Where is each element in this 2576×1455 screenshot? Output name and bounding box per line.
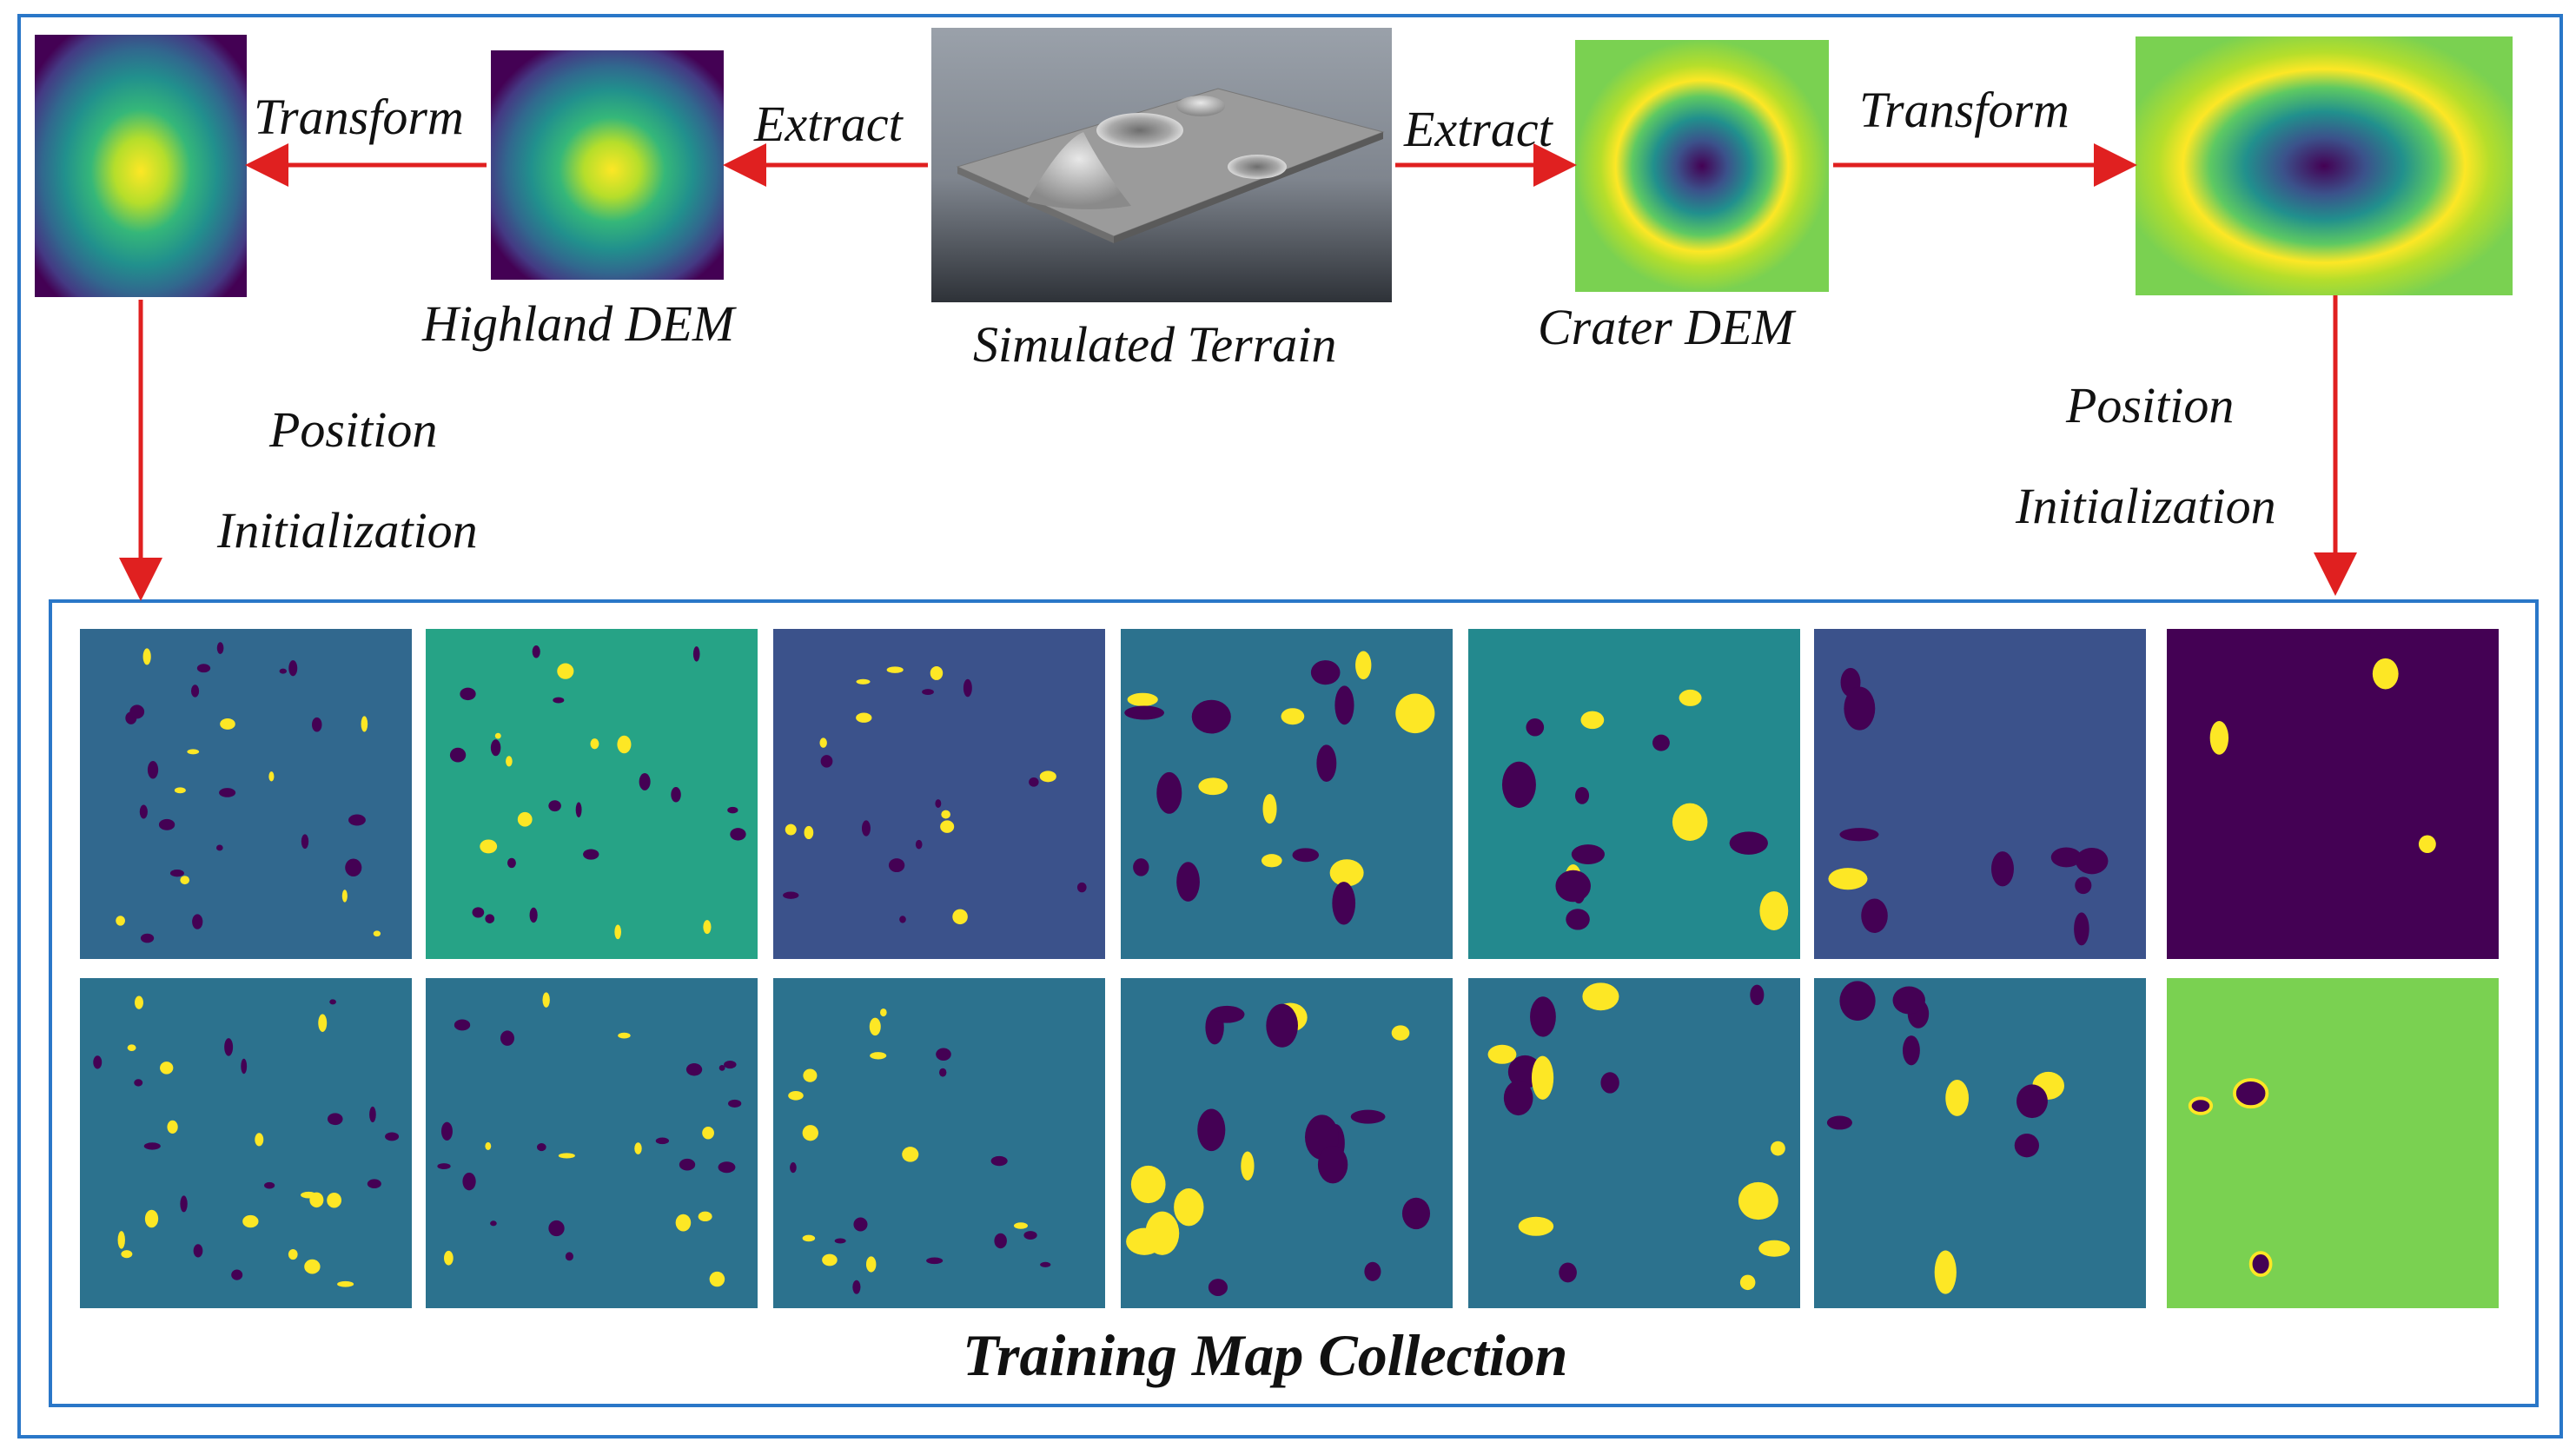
training-map-tile [773, 978, 1105, 1308]
training-map-tile [1814, 629, 2146, 959]
training-map-tile [773, 629, 1105, 959]
training-map-tile [1468, 629, 1800, 959]
training-map-tile [1121, 978, 1453, 1308]
training-map-tile [1814, 978, 2146, 1308]
highland-dem-tile [491, 50, 724, 280]
crater-transformed-tile [2136, 36, 2513, 295]
training-map-tile [426, 978, 758, 1308]
simulated-terrain-render [931, 28, 1392, 302]
training-map-tile [80, 978, 412, 1308]
training-map-tile [2167, 629, 2499, 959]
outer-frame [17, 14, 2563, 1438]
label-position-right: Position [2066, 377, 2235, 433]
label-extract-left: Extract [754, 96, 903, 152]
training-map-tile [80, 629, 412, 959]
training-map-tile [1121, 629, 1453, 959]
label-highland-dem: Highland DEM [422, 295, 735, 352]
crater-dem-tile [1575, 40, 1829, 292]
label-init-left: Initialization [217, 502, 478, 559]
highland-transformed-tile [35, 35, 247, 297]
label-init-right: Initialization [2016, 478, 2276, 534]
training-map-collection-title: Training Map Collection [963, 1322, 1568, 1388]
training-map-tile [1468, 978, 1800, 1308]
training-collection-frame [49, 599, 2539, 1407]
label-crater-dem: Crater DEM [1538, 299, 1794, 355]
label-extract-right: Extract [1404, 101, 1553, 157]
label-transform-right: Transform [1859, 82, 2069, 138]
label-simulated-terrain: Simulated Terrain [973, 316, 1337, 373]
training-map-tile [2167, 978, 2499, 1308]
label-position-left: Position [269, 401, 438, 458]
label-transform-left: Transform [254, 89, 464, 145]
training-map-tile [426, 629, 758, 959]
